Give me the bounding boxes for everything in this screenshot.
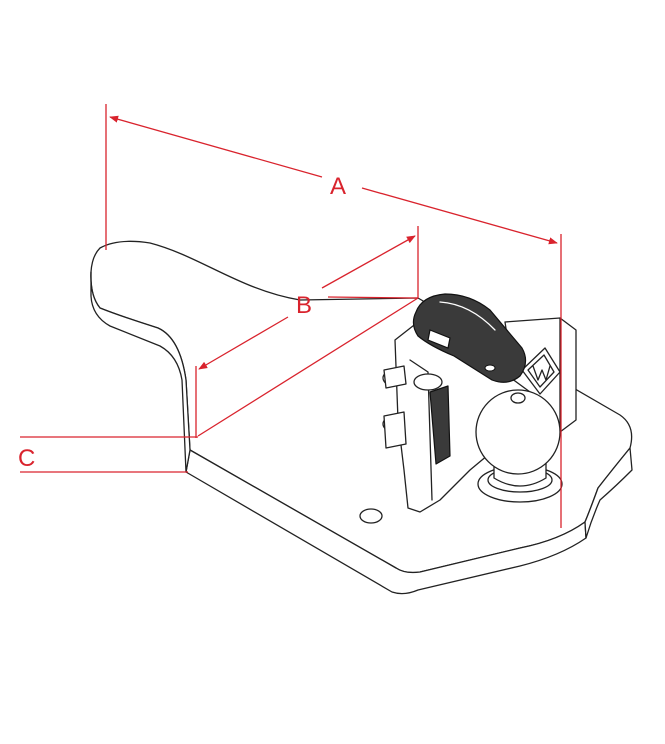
diamond-w-logo-icon [521,347,561,395]
dimension-b-label: B [296,292,312,319]
dimension-c-label: C [18,445,35,472]
latch-handle [412,293,527,383]
locking-pin-lower [382,411,407,449]
locking-pin-upper [382,365,407,389]
dimension-a-label: A [330,173,346,200]
hitch-ball [475,389,563,503]
dimension-b [195,226,419,438]
dimension-a [105,104,562,528]
dimension-c [20,436,198,473]
